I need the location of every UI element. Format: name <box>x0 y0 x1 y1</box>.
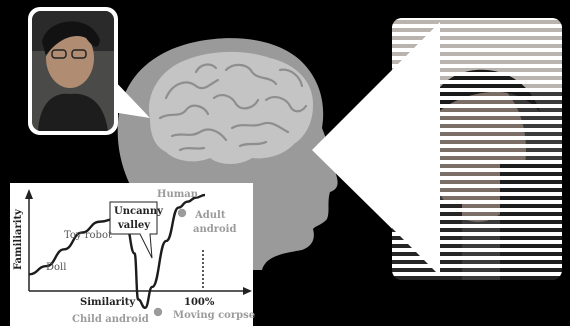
label-child-android: Child android <box>72 314 149 325</box>
label-human: Human <box>157 189 199 200</box>
brain-icon <box>149 52 313 164</box>
label-moving-corpse: Moving corpse <box>173 310 255 321</box>
x-max-label: 100% <box>184 297 215 308</box>
label-adult-android: Adult <box>194 210 226 221</box>
uncanny-valley-graph: Familiarity Similarity 100% Uncanny vall… <box>10 183 255 326</box>
label-toy-robot: Toy robot <box>64 230 112 241</box>
child-android-marker <box>154 308 162 316</box>
title-line2: valley <box>117 220 151 231</box>
label-adult-android-2: android <box>193 224 236 235</box>
label-doll: Doll <box>46 262 66 273</box>
person-photo <box>32 11 114 131</box>
title-line1: Uncanny <box>114 206 164 217</box>
person-photo-frame <box>28 7 118 135</box>
x-axis-label: Similarity <box>80 297 136 308</box>
adult-android-marker <box>178 209 186 217</box>
y-axis-label: Familiarity <box>13 208 24 270</box>
